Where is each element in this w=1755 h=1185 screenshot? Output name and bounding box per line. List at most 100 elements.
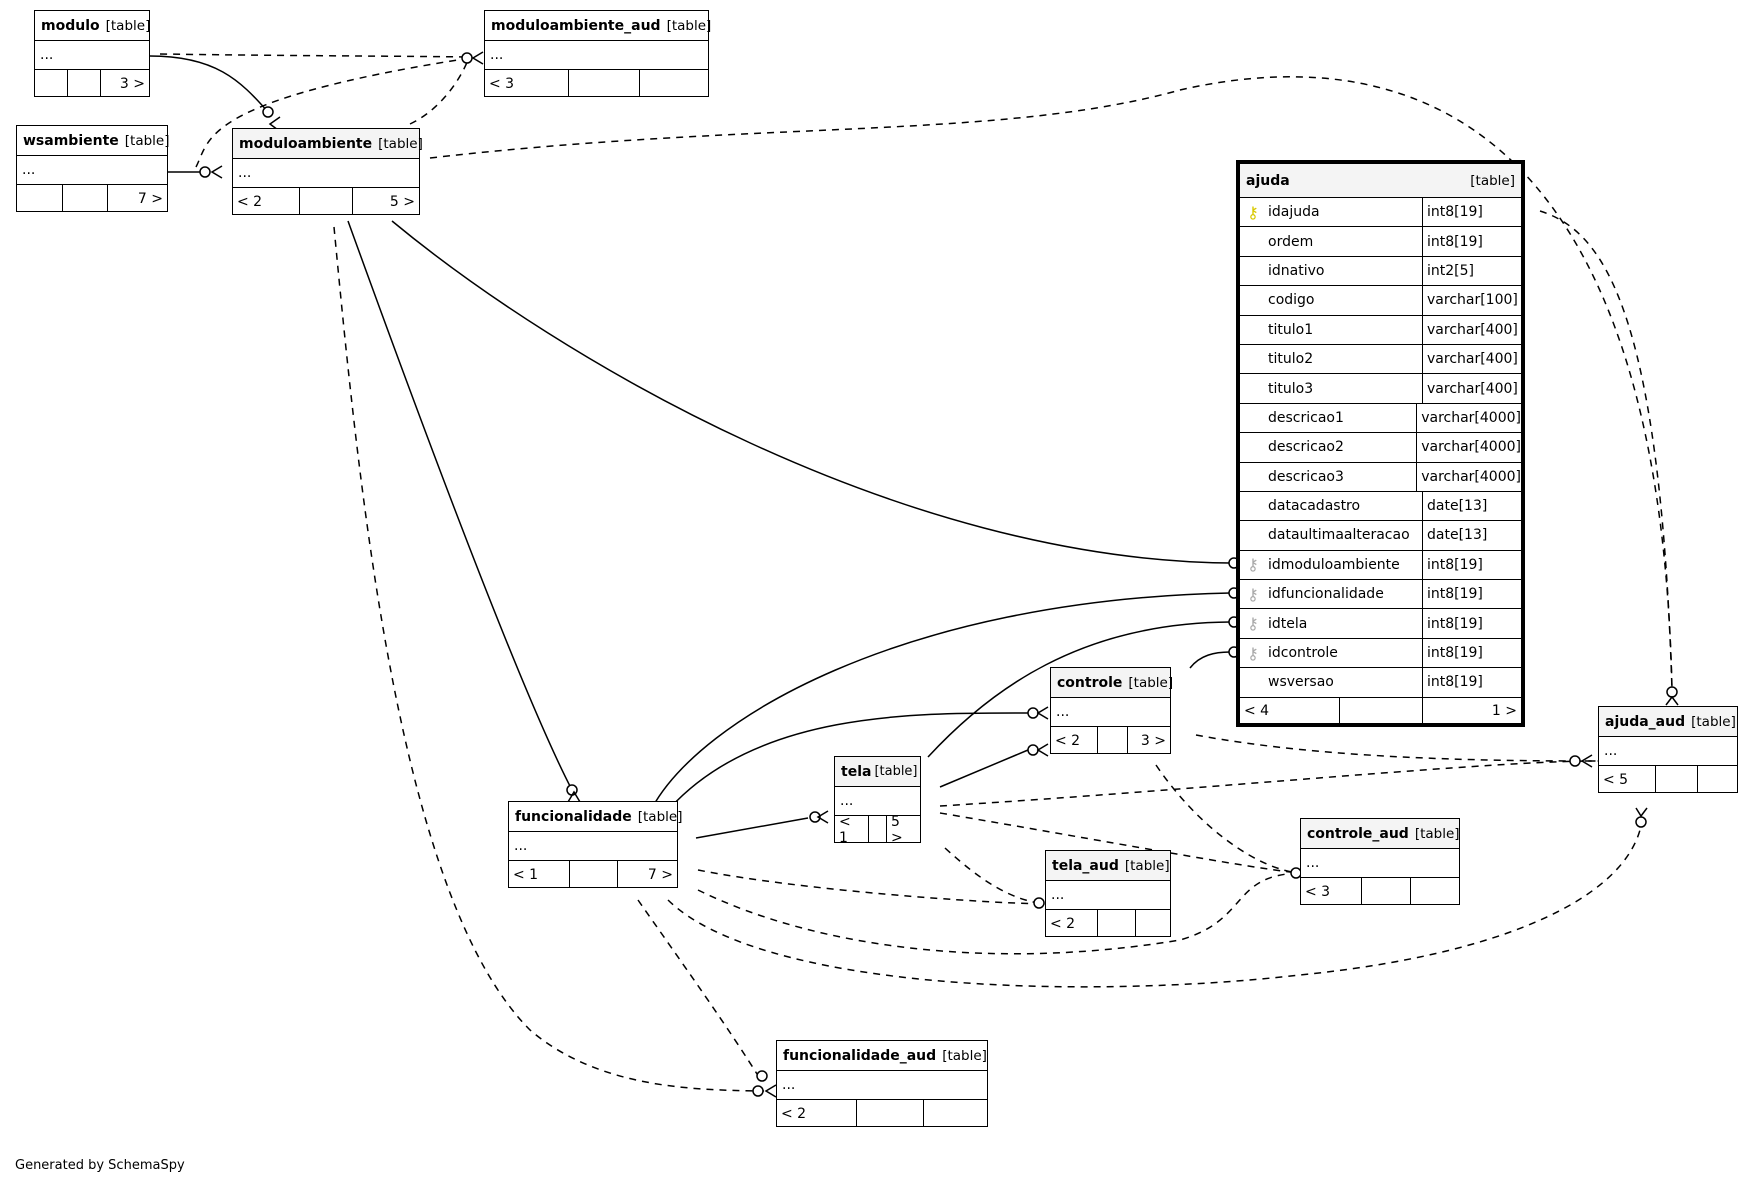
foreign-key-icon: ⚷ (1247, 643, 1259, 663)
table-footer: < 2 5 > (233, 188, 419, 215)
table-kind: [table] (942, 1047, 987, 1064)
footer-cell (570, 861, 618, 888)
marker-crowfoot (471, 51, 484, 65)
table-body-text: ... (238, 165, 252, 181)
footer-cell: < 4 (1240, 697, 1340, 725)
table-funcionalidade_aud[interactable]: funcionalidade_aud [table] ... < 2 (776, 1040, 988, 1127)
column-name-cell: titulo1 (1240, 315, 1423, 344)
table-funcionalidade[interactable]: funcionalidade [table] ... < 1 7 > (508, 801, 682, 888)
table-ajuda_aud[interactable]: ajuda_aud [table] ... < 5 (1598, 706, 1738, 793)
column-name: idfuncionalidade (1268, 586, 1384, 603)
column-name: titulo1 (1268, 321, 1314, 338)
column-name: idajuda (1268, 204, 1320, 221)
table-footer: 3 > (35, 70, 149, 97)
column-name-cell: datacadastro (1240, 491, 1423, 521)
table-header: tela_aud [table] (1046, 851, 1170, 881)
column-type: int8[19] (1427, 674, 1483, 691)
table-body: ... (485, 41, 708, 70)
table-header: controle_aud [table] (1301, 819, 1460, 849)
table-body-text: ... (1056, 704, 1070, 720)
table-header: ajuda_aud [table] (1599, 707, 1737, 737)
table-name: modulo (41, 17, 100, 34)
column-name: idcontrole (1268, 645, 1338, 662)
table-controle_aud[interactable]: controle_aud [table] ... < 3 (1300, 818, 1460, 905)
table-wsambiente[interactable]: wsambiente [table] ... 7 > (16, 125, 170, 212)
table-footer: < 1 7 > (509, 861, 677, 888)
table-name: tela (841, 763, 872, 780)
column-type: int8[19] (1427, 586, 1483, 603)
footer-cell: < 2 (1051, 727, 1098, 754)
table-header: controle [table] (1051, 668, 1173, 698)
table-kind: [table] (666, 17, 712, 34)
marker-circle (262, 106, 274, 118)
table-body-text: ... (1604, 743, 1618, 759)
table-tela_aud[interactable]: tela_aud [table] ... < 2 (1045, 850, 1171, 937)
table-tela[interactable]: tela [table] ... < 1 5 > (834, 756, 921, 846)
table-header: modulo [table] (35, 11, 150, 41)
footer-cell (35, 70, 68, 97)
column-type: varchar[4000] (1421, 468, 1521, 485)
column-type: int8[19] (1427, 615, 1483, 632)
footer-cell (1698, 766, 1737, 793)
edge-moduloambiente-moduloambiente_aud (409, 59, 469, 125)
column-row[interactable]: titulo2 varchar[400] (1240, 344, 1521, 375)
column-type: varchar[400] (1427, 351, 1518, 368)
table-modulo[interactable]: modulo [table] ... 3 > (34, 10, 150, 97)
marker-circle (1027, 744, 1039, 756)
column-name: ordem (1268, 233, 1314, 250)
column-type: varchar[100] (1427, 292, 1518, 309)
table-kind: [table] (874, 764, 918, 779)
column-name-cell: idnativo (1240, 256, 1423, 286)
marker-circle (756, 1070, 768, 1082)
edge-controle-ajuda_aud (1195, 734, 1599, 762)
edge-tela-ajuda (927, 621, 1231, 758)
column-name-cell: dataultimaalteracao (1240, 521, 1423, 550)
marker-circle (1033, 897, 1045, 909)
footer-cell (1362, 878, 1411, 905)
footer-cell: < 5 (1599, 766, 1656, 793)
column-name: idnativo (1268, 262, 1325, 279)
edge-modulo-moduloambiente_aud (159, 53, 471, 58)
column-name-cell: ⚷idtela (1240, 609, 1423, 638)
footer-cell (857, 1100, 924, 1127)
column-name: titulo2 (1268, 351, 1314, 368)
table-moduloambiente[interactable]: moduloambiente [table] ... < 2 5 > (232, 128, 423, 215)
column-name: codigo (1268, 292, 1315, 309)
table-moduloambiente_aud[interactable]: moduloambiente_aud [table] ... < 3 (484, 10, 712, 97)
table-body: ... (1599, 737, 1737, 766)
footer-cell (300, 188, 353, 215)
table-header: wsambiente [table] (17, 126, 170, 156)
column-type: int8[19] (1427, 556, 1483, 573)
column-name-cell: ordem (1240, 227, 1423, 256)
marker-crowfoot (210, 165, 223, 179)
marker-crowfoot (1580, 754, 1593, 768)
column-row[interactable]: codigo varchar[100] (1240, 286, 1521, 316)
table-name: ajuda_aud (1605, 713, 1686, 730)
table-header: ajuda [table] (1240, 164, 1521, 198)
footer-cell (63, 185, 108, 212)
footer-cell (1098, 727, 1128, 754)
edge-tela-tela_aud (944, 847, 1046, 905)
edge-modulo-moduloambiente (149, 55, 269, 113)
marker-circle (199, 166, 211, 178)
table-controle[interactable]: controle [table] ... < 2 3 > (1050, 667, 1173, 754)
edge-funcionalidade-ajuda_aud (667, 829, 1641, 988)
footer-cell: 5 > (891, 813, 903, 846)
